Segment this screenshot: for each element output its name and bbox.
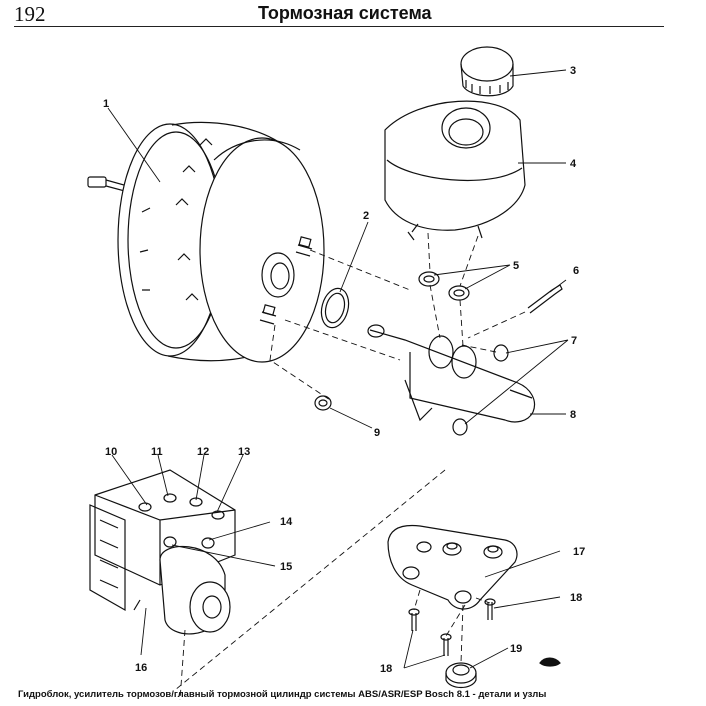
callout-16: 16 xyxy=(135,662,147,674)
callout-17: 17 xyxy=(573,546,585,558)
assembly-lines xyxy=(174,232,526,701)
callout-19: 19 xyxy=(510,643,522,655)
master-cylinder xyxy=(367,324,536,423)
bracket-bolts xyxy=(408,598,496,656)
callout-10: 10 xyxy=(105,446,117,458)
seal-ring xyxy=(320,287,350,329)
brake-booster xyxy=(87,121,325,363)
abs-hydraulic-unit xyxy=(89,469,236,635)
callout-11: 11 xyxy=(151,446,163,458)
callout-15: 15 xyxy=(280,561,292,573)
mounting-bracket xyxy=(387,524,518,610)
callout-8: 8 xyxy=(570,409,576,421)
page-number: 192 xyxy=(14,2,46,26)
leader-lines xyxy=(107,69,569,669)
callout-9: 9 xyxy=(374,427,380,439)
mounting-nut xyxy=(314,395,332,411)
callout-labels: 1 2 3 4 5 6 7 8 9 10 11 12 13 14 15 16 1… xyxy=(103,65,585,675)
header-divider xyxy=(14,26,664,27)
callout-7: 7 xyxy=(571,335,577,347)
pressure-sensor xyxy=(527,284,563,314)
callout-1: 1 xyxy=(103,98,109,110)
callout-4: 4 xyxy=(570,158,577,170)
callout-12: 12 xyxy=(197,446,209,458)
rubber-mount xyxy=(445,662,477,689)
callout-18-left: 18 xyxy=(380,663,392,675)
brake-fluid-reservoir xyxy=(384,100,526,241)
callout-14: 14 xyxy=(280,516,293,528)
figure-caption: Гидроблок, усилитель тормозов/главный то… xyxy=(18,689,547,700)
callout-2: 2 xyxy=(363,210,369,222)
page-title: Тормозная система xyxy=(258,3,432,23)
callout-5: 5 xyxy=(513,260,519,272)
callout-6: 6 xyxy=(573,265,579,277)
callout-18-right: 18 xyxy=(570,592,582,604)
reservoir-grommets xyxy=(418,271,470,301)
blot-mark xyxy=(539,657,561,667)
reservoir-cap xyxy=(460,46,514,97)
callout-13: 13 xyxy=(238,446,250,458)
callout-3: 3 xyxy=(570,65,576,77)
